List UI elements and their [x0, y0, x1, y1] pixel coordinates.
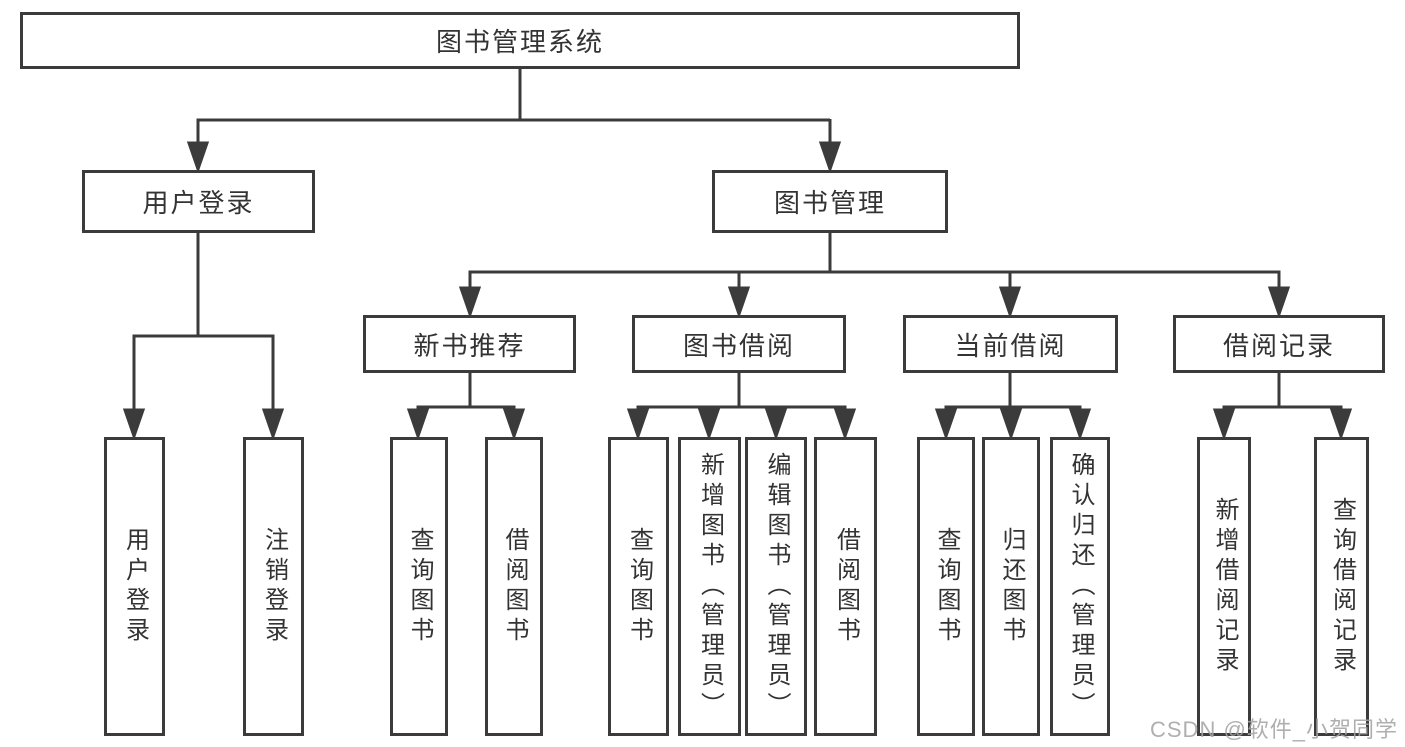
csdn-watermark: CSDN @软件_小贺同学: [1150, 717, 1399, 742]
arrowhead-icon: [186, 141, 210, 174]
node-current-borrow: 当前借阅: [903, 315, 1118, 373]
node-leaf-add-books-admin: 新增图书（管理员）: [678, 437, 741, 736]
connector-newbook-to-leaves: [406, 372, 526, 441]
node-user-login: 用户登录: [82, 170, 315, 233]
arrowhead-icon: [406, 408, 430, 441]
arrowhead-icon: [697, 408, 721, 441]
arrowhead-icon: [818, 141, 842, 174]
arrowhead-icon: [833, 408, 857, 441]
arrowhead-icon: [261, 408, 285, 441]
arrowhead-icon: [727, 286, 751, 319]
node-library-system: 图书管理系统: [20, 12, 1020, 69]
arrowhead-icon: [502, 408, 526, 441]
arrowhead-icon: [1068, 408, 1092, 441]
arrowhead-icon: [122, 408, 146, 441]
node-leaf-confirm-return-admin: 确认归还（管理员）: [1050, 437, 1110, 736]
node-leaf-logout: 注销登录: [243, 437, 304, 736]
connector-borrowrecord-to-leaves: [1212, 372, 1353, 441]
connector-currentborrow-to-leaves: [934, 372, 1092, 441]
connector-userlogin-to-leaves: [122, 232, 285, 441]
node-leaf-return-books: 归还图书: [982, 437, 1040, 736]
arrowhead-icon: [1329, 408, 1353, 441]
node-leaf-borrow-books-2: 借阅图书: [814, 437, 877, 736]
arrowhead-icon: [1267, 286, 1291, 319]
node-leaf-add-borrow-record: 新增借阅记录: [1197, 437, 1251, 736]
node-leaf-query-books-3: 查询图书: [917, 437, 975, 736]
node-leaf-user-login: 用户登录: [104, 437, 165, 736]
arrowhead-icon: [764, 408, 788, 441]
node-leaf-query-books-2: 查询图书: [608, 437, 669, 736]
node-leaf-borrow-books-1: 借阅图书: [485, 437, 543, 736]
node-leaf-edit-books-admin: 编辑图书（管理员）: [745, 437, 807, 736]
node-book-management: 图书管理: [712, 170, 948, 233]
node-borrow-record: 借阅记录: [1173, 315, 1385, 373]
connector-root-to-level2: [186, 68, 842, 174]
arrowhead-icon: [458, 286, 482, 319]
arrowhead-icon: [999, 408, 1023, 441]
arrowhead-icon: [626, 408, 650, 441]
node-leaf-query-borrow-record: 查询借阅记录: [1314, 437, 1369, 736]
arrowhead-icon: [934, 408, 958, 441]
arrowhead-icon: [998, 286, 1022, 319]
connector-bookborrow-to-leaves: [626, 372, 857, 441]
node-book-borrow: 图书借阅: [632, 315, 846, 373]
node-leaf-query-books-1: 查询图书: [390, 437, 448, 736]
arrowhead-icon: [1212, 408, 1236, 441]
node-new-book-recommend: 新书推荐: [363, 315, 576, 373]
connector-bookmgmt-to-level3: [458, 232, 1291, 319]
